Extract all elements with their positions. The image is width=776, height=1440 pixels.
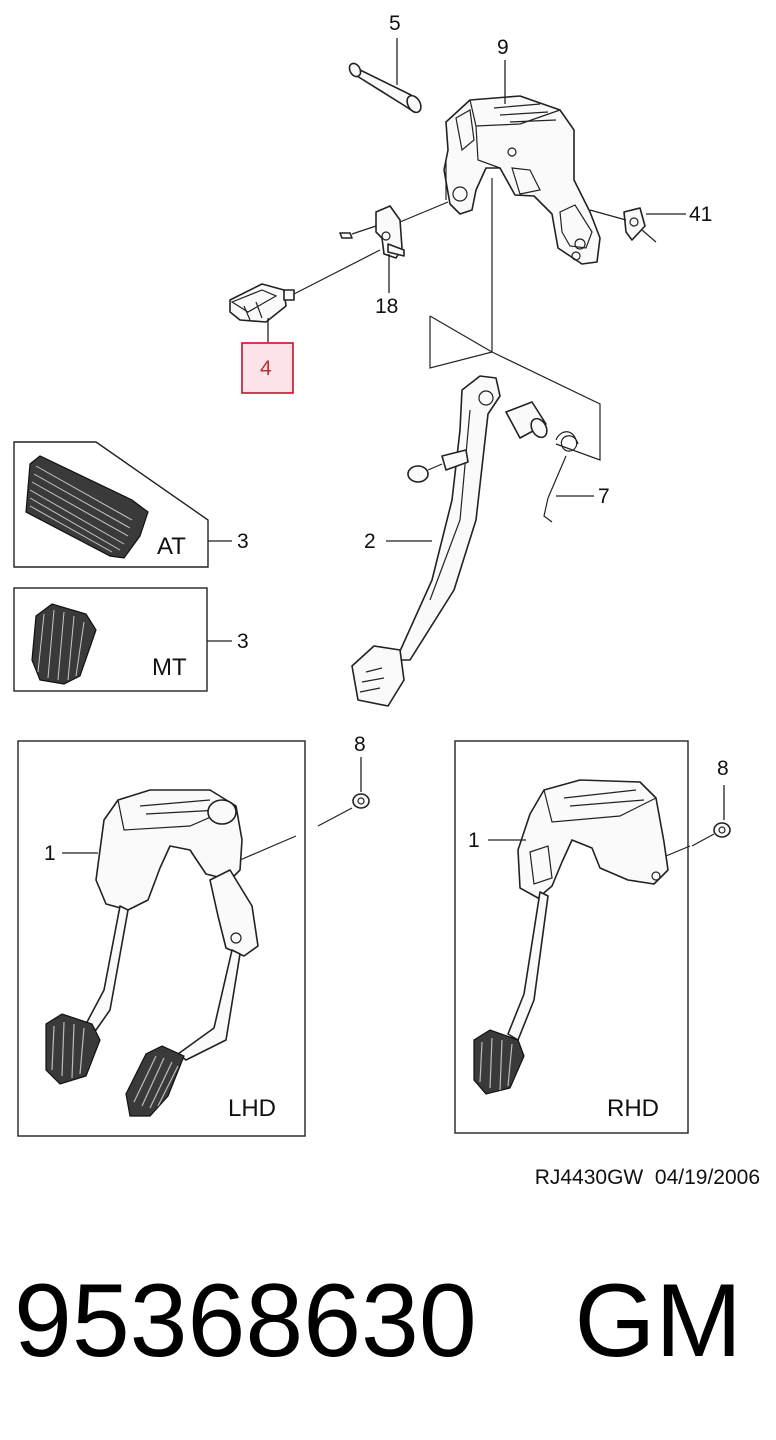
callout-1-lhd: 1 (44, 842, 56, 865)
rhd-assembly-box (454, 740, 691, 1134)
part-number: 95368630 (14, 1263, 477, 1379)
callout-8-lhd: 8 (354, 733, 366, 756)
callout-41: 41 (689, 203, 712, 226)
callout-3-mt: 3 (237, 630, 249, 653)
callout-4: 4 (260, 357, 272, 380)
callout-18: 18 (375, 295, 398, 318)
pedal-bracket-part-9 (443, 95, 601, 265)
lhd-assembly-box (17, 740, 306, 1137)
lhd-label: LHD (228, 1095, 276, 1122)
mt-pad-box (13, 587, 208, 692)
stop-lamp-switch-part-4 (229, 249, 381, 323)
explode-frame (429, 178, 601, 461)
selected-callout-box[interactable] (241, 342, 294, 394)
callout-1-rhd: 1 (468, 829, 480, 852)
pedal-bushing (505, 401, 548, 439)
nut-part-8-lhd (352, 793, 370, 809)
nut-part-8-rhd (713, 822, 731, 838)
drawing-reference: RJ4430GW 04/19/2006 (535, 1166, 760, 1189)
brake-pedal-arm-part-2 (351, 375, 501, 707)
clip-nut-part-41 (623, 207, 646, 241)
pivot-bolt-part-5 (348, 62, 422, 114)
rhd-label: RHD (607, 1095, 659, 1122)
brand-name: GM (574, 1263, 742, 1379)
callout-9: 9 (497, 36, 509, 59)
mt-label: MT (152, 654, 187, 681)
callout-3-at: 3 (237, 530, 249, 553)
callout-5: 5 (389, 12, 401, 35)
switch-bracket-part-18 (339, 160, 449, 259)
return-spring-part-7 (543, 431, 579, 523)
callout-2: 2 (364, 530, 376, 553)
callout-8-rhd: 8 (717, 757, 729, 780)
at-pad-box (13, 441, 209, 568)
callout-7: 7 (598, 485, 610, 508)
at-label: AT (157, 533, 186, 560)
